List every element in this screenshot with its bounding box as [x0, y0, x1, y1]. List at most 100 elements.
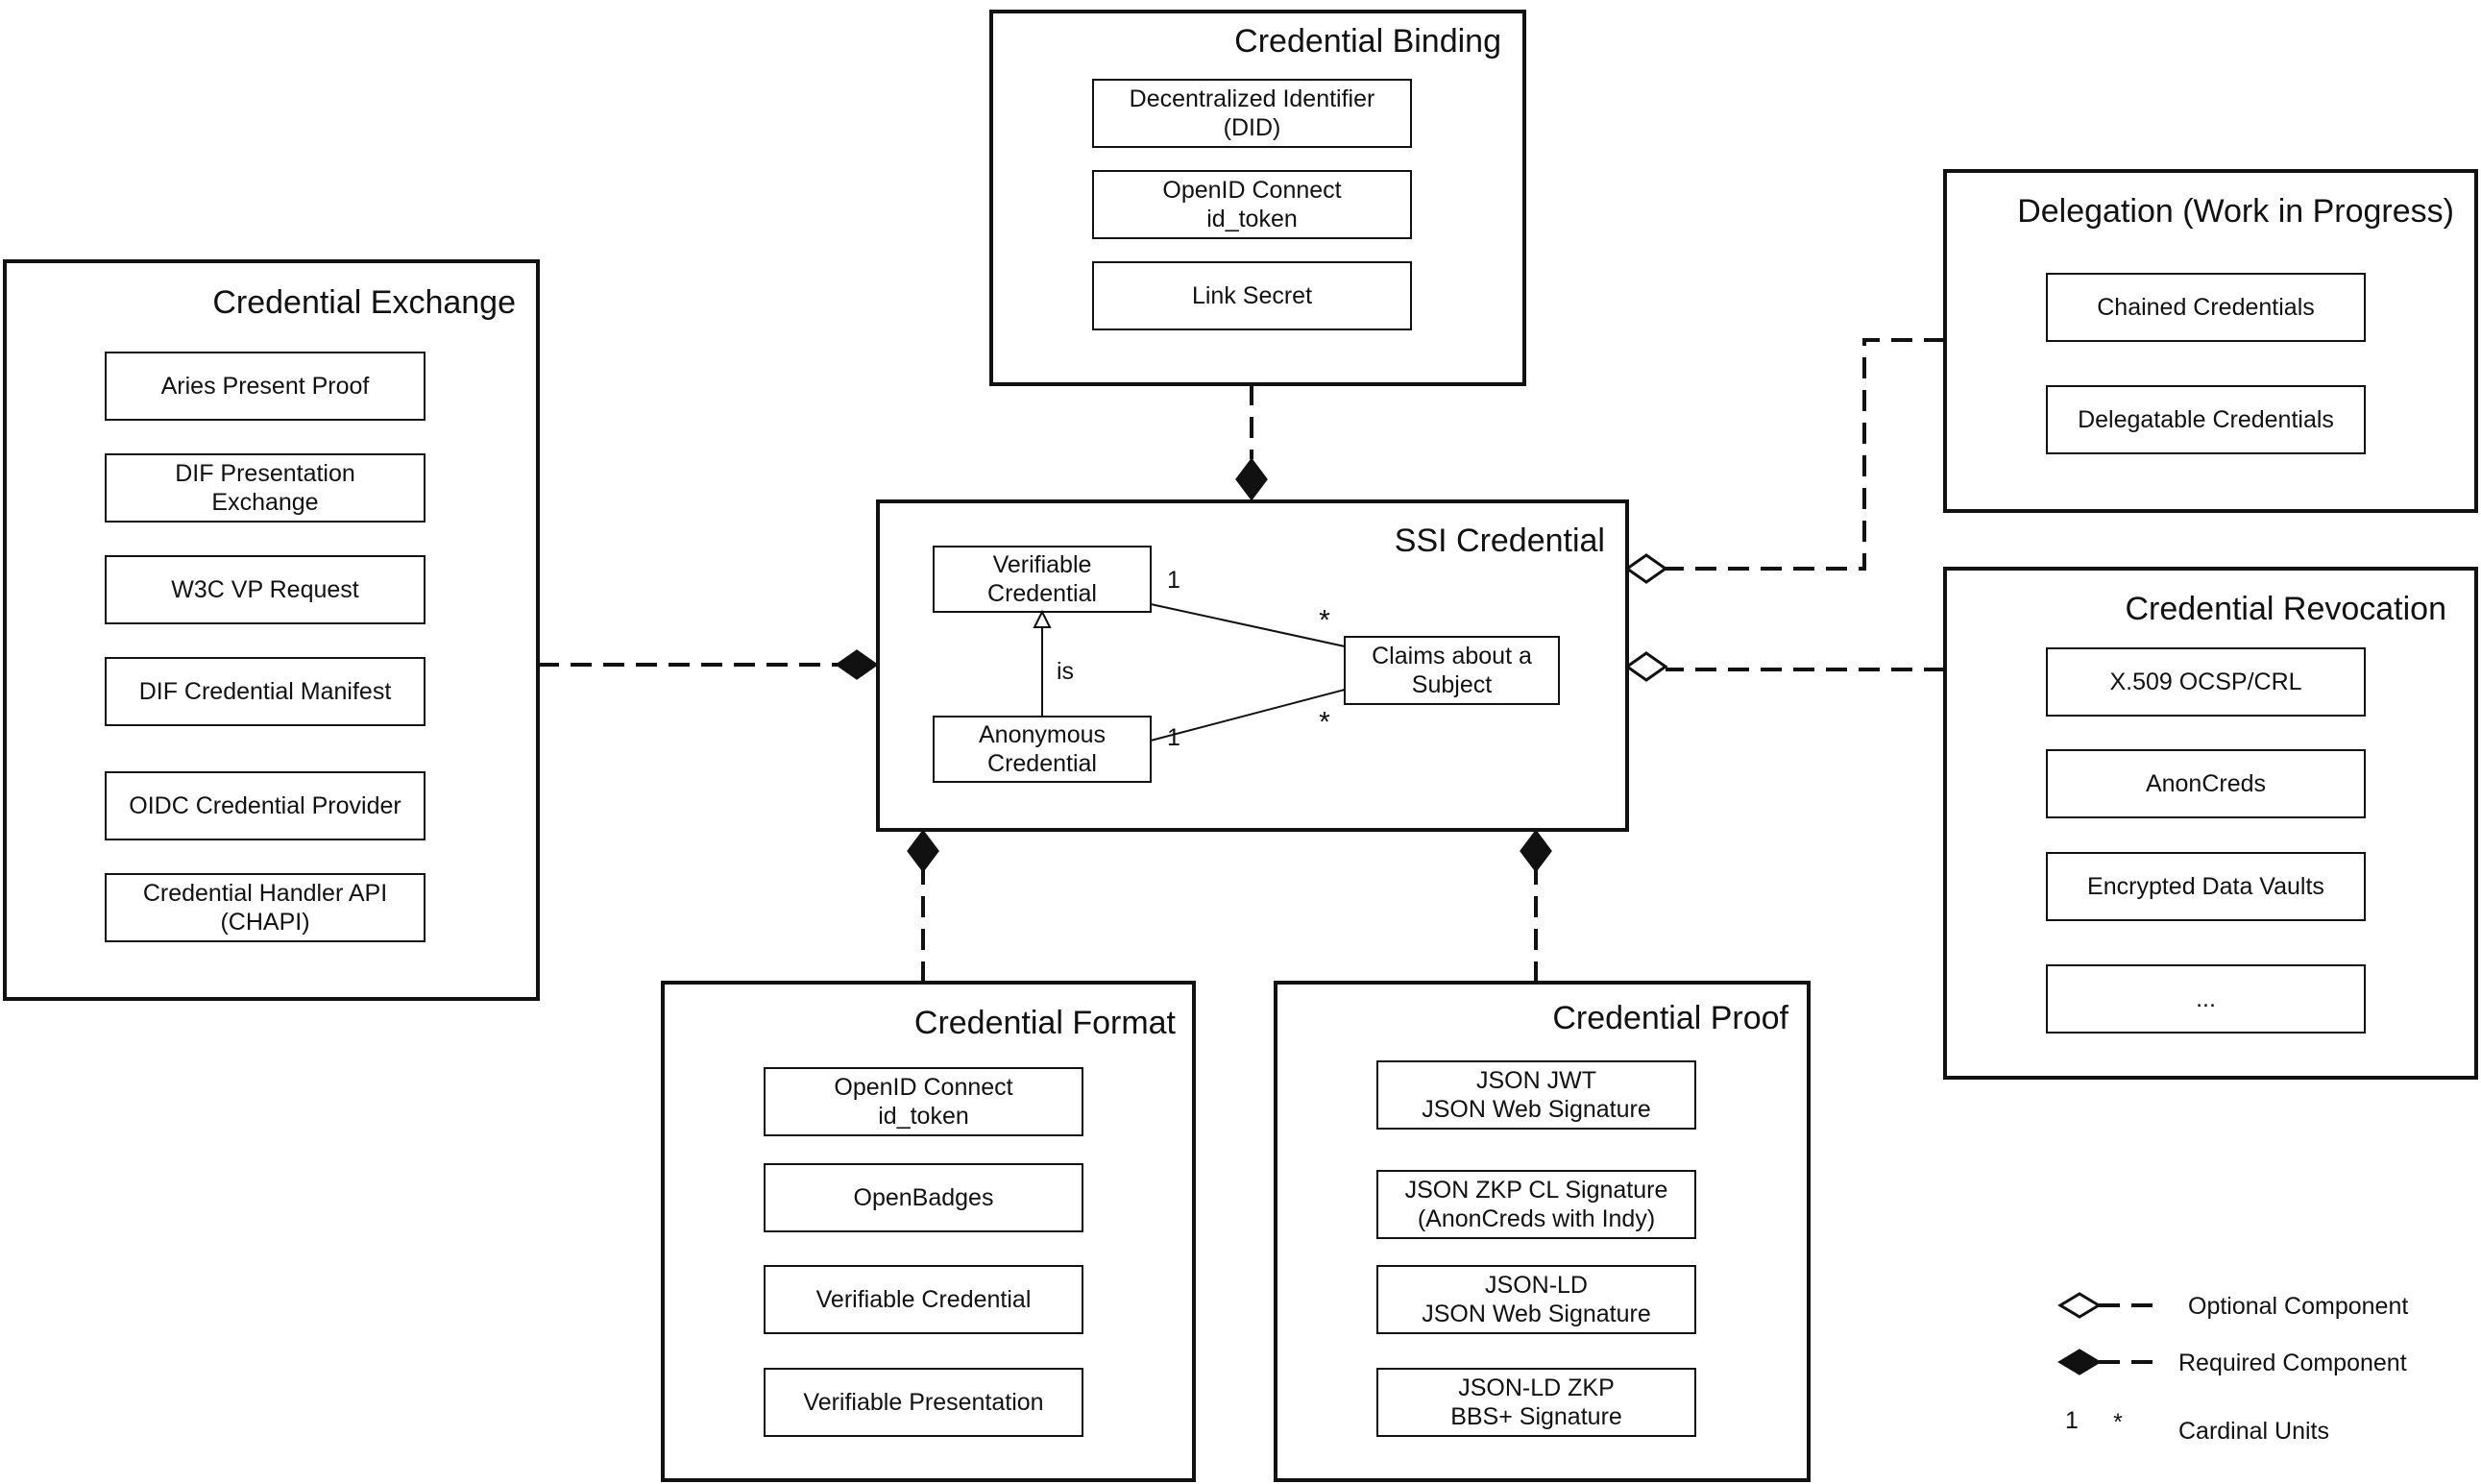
panel-item-label: Verifiable Credential: [816, 1286, 1032, 1313]
panel-item: X.509 OCSP/CRL: [2046, 647, 2366, 717]
legend-cardinal-one: 1: [2065, 1407, 2079, 1434]
generalization-arrow-icon: [1033, 609, 1052, 628]
panel-item-label: Link Secret: [1192, 282, 1312, 309]
panel-item: W3C VP Request: [105, 555, 426, 624]
association-line: [1150, 603, 1346, 647]
ssi-title: SSI Credential: [1395, 523, 1605, 559]
panel-item-label: W3C VP Request: [171, 576, 359, 603]
panel-item: Chained Credentials: [2046, 273, 2366, 342]
panel-item: DIF Credential Manifest: [105, 657, 426, 726]
panel-item-label: Delegatable Credentials: [2078, 406, 2334, 433]
panel-item-box: [2046, 647, 2366, 717]
panel-delegation: Delegation (Work in Progress) Chained Cre…: [1943, 169, 2478, 513]
required-diamond-icon: [835, 649, 879, 680]
panel-item-label: BBS+ Signature: [1450, 1403, 1622, 1430]
optional-diamond-icon: [1624, 553, 1668, 584]
panel-item-label: OpenID Connect: [834, 1074, 1012, 1101]
panel-item-label: OIDC Credential Provider: [129, 792, 401, 819]
panel-item: AnonCreds: [2046, 749, 2366, 818]
optional-diamond-icon: [1624, 651, 1668, 682]
verifiable-credential-label: Verifiable: [993, 551, 1092, 578]
panel-item-label: DIF Credential Manifest: [139, 678, 392, 705]
panel-item-label: OpenID Connect: [1162, 177, 1341, 204]
panel-item-label: (AnonCreds with Indy): [1418, 1205, 1655, 1232]
panel-item-label: Exchange: [211, 489, 318, 516]
association-line: [1150, 689, 1346, 742]
panel-item-box: [1376, 1265, 1696, 1334]
panel-item-box: [764, 1265, 1083, 1334]
panel-item-label: JSON ZKP CL Signature: [1405, 1177, 1668, 1204]
panel-item: Decentralized Identifier(DID): [1092, 79, 1412, 148]
panel-item-box: [1092, 170, 1412, 239]
panel-item-box: [2046, 385, 2366, 454]
panel-item-label: JSON JWT: [1476, 1067, 1596, 1094]
panel-item: Encrypted Data Vaults: [2046, 852, 2366, 921]
legend-cardinal-many: *: [2113, 1409, 2123, 1436]
panel-item-label: OpenBadges: [854, 1184, 994, 1211]
required-diamond-icon: [907, 829, 939, 873]
panel-item-label: Encrypted Data Vaults: [2087, 873, 2324, 900]
panel-item-box: [105, 873, 426, 942]
multiplicity-label: *: [1319, 707, 1330, 739]
panel-item-box: [2046, 964, 2366, 1034]
panel-item-box: [105, 657, 426, 726]
claims-about-subject-box: [1344, 636, 1560, 705]
required-diamond-icon: [1520, 829, 1552, 873]
panel-item-label: JSON Web Signature: [1422, 1301, 1651, 1327]
panel-item-label: Aries Present Proof: [161, 373, 370, 400]
legend-optional-label: Optional Component: [2188, 1293, 2408, 1320]
panel-item: Aries Present Proof: [105, 352, 426, 421]
panel-item-label: Credential Handler API: [143, 880, 387, 907]
panel-item-box: [2046, 273, 2366, 342]
panel-item-box: [764, 1368, 1083, 1437]
panel-item-box: [1092, 79, 1412, 148]
multiplicity-label: *: [1319, 605, 1330, 637]
panel-title: Delegation (Work in Progress): [2017, 193, 2454, 230]
panel-title: Credential Proof: [1552, 1000, 1788, 1036]
connector-delegation: [1666, 338, 1945, 571]
panel-item-box: [105, 555, 426, 624]
panel-item-label: JSON-LD ZKP: [1458, 1375, 1615, 1401]
panel-title: Credential Format: [914, 1005, 1177, 1041]
panel-item-label: ...: [2196, 985, 2216, 1012]
panel-item-label: Verifiable Presentation: [803, 1389, 1043, 1416]
legend-cardinal-label: Cardinal Units: [2178, 1418, 2329, 1445]
panel-item: Credential Handler API(CHAPI): [105, 873, 426, 942]
panel-item-label: (DID): [1224, 114, 1281, 141]
verifiable-credential-label: Credential: [987, 580, 1097, 607]
multiplicity-label: 1: [1167, 567, 1180, 594]
panel-item-label: Decentralized Identifier: [1130, 85, 1375, 112]
panel-item-label: (CHAPI): [220, 909, 309, 936]
panel-item-box: [1376, 1368, 1696, 1437]
panel-item-label: id_token: [878, 1103, 969, 1130]
panel-item: Verifiable Credential: [764, 1265, 1083, 1334]
panel-item-box: [105, 352, 426, 421]
anonymous-credential-box: [933, 716, 1152, 783]
panel-item-label: DIF Presentation: [175, 460, 355, 487]
panel-item-label: JSON Web Signature: [1422, 1096, 1651, 1123]
panel-item-box: [105, 453, 426, 523]
ssi-credential-panel: SSI CredentialVerifiableCredentialAnonym…: [876, 499, 1629, 832]
panel-item-label: JSON-LD: [1485, 1272, 1588, 1299]
optional-diamond-icon: [2057, 1292, 2102, 1319]
panel-item-box: [764, 1067, 1083, 1136]
panel-item-label: id_token: [1206, 206, 1298, 232]
legend-required-label: Required Component: [2178, 1350, 2407, 1376]
panels: Credential Exchange Aries Present ProofDI…: [3, 10, 2478, 1482]
claims-about-subject-label: Subject: [1412, 671, 1492, 698]
panel-item-box: [1376, 1170, 1696, 1239]
